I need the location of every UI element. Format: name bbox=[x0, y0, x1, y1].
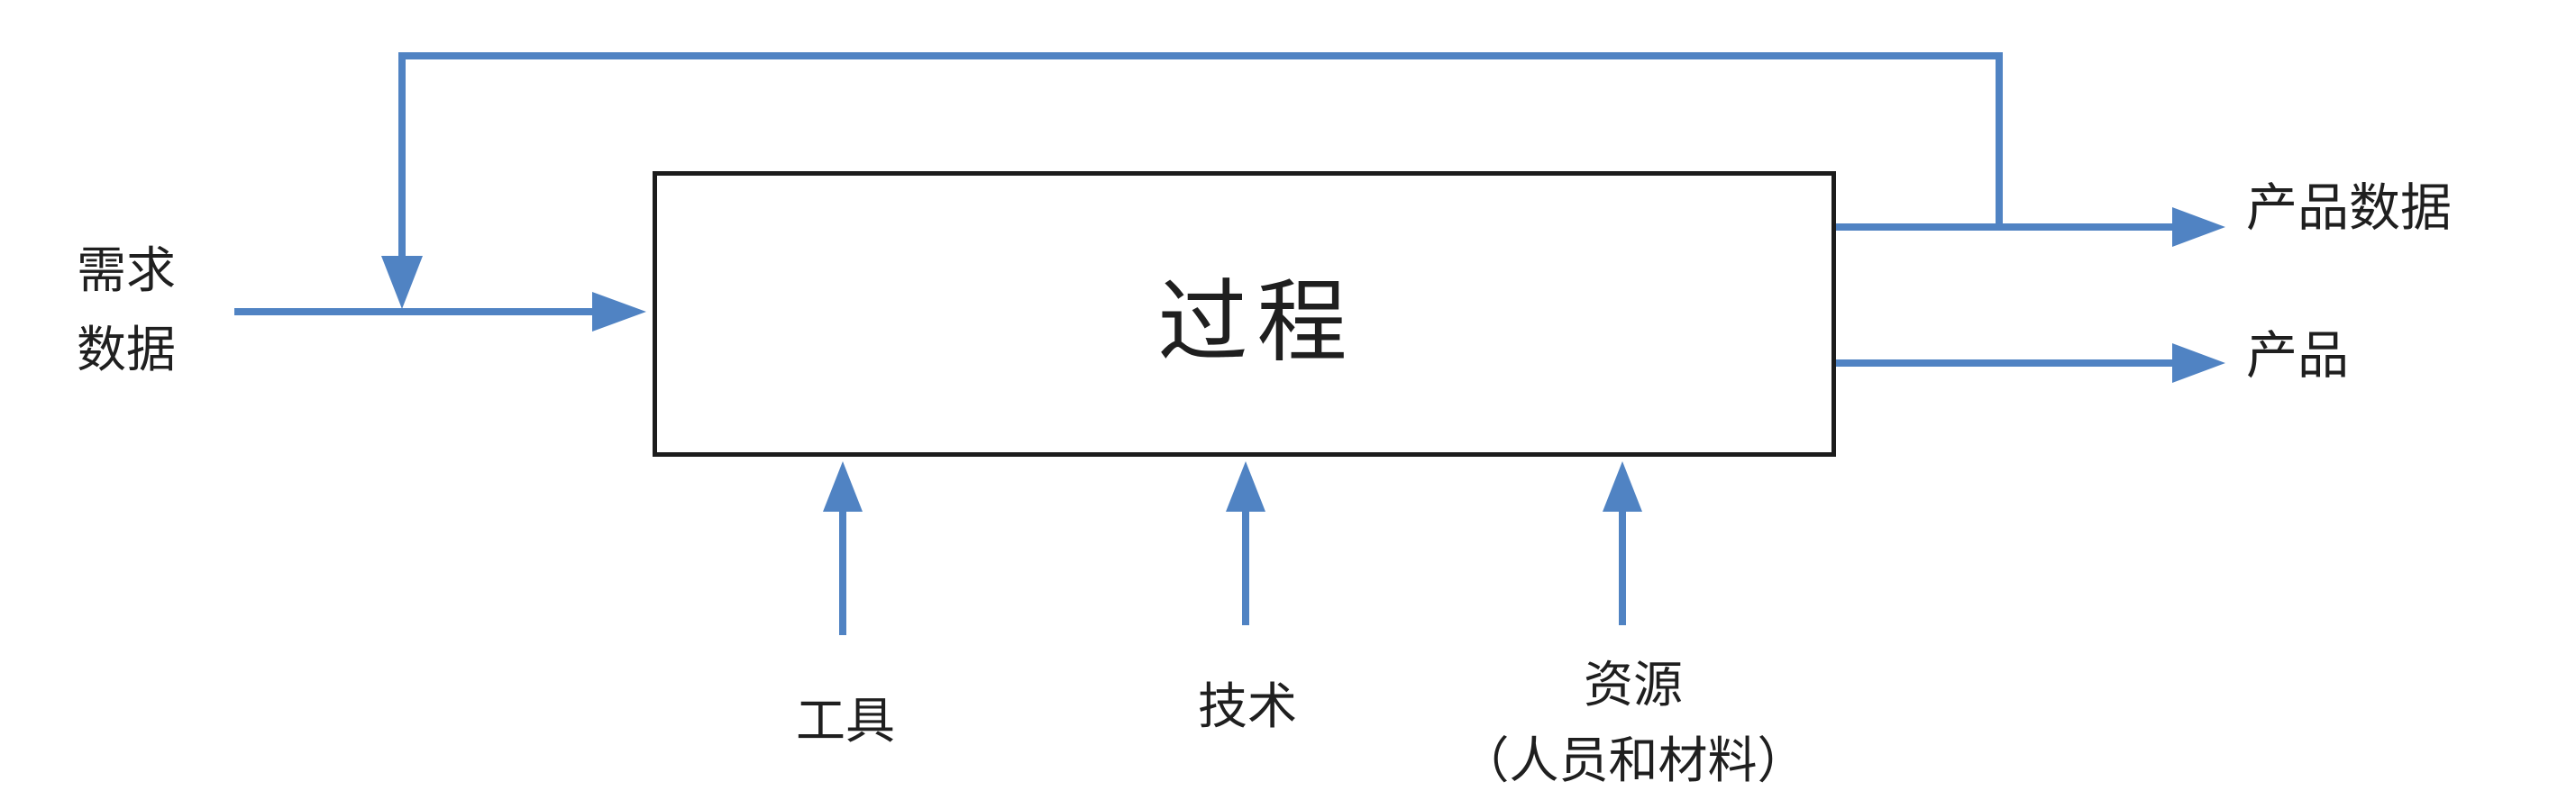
output-product-arrow bbox=[1836, 343, 2225, 383]
technology-arrow bbox=[1226, 461, 1265, 625]
input-label-line-1: 需求 bbox=[76, 242, 176, 298]
input-arrow bbox=[234, 292, 646, 332]
mechanism-label-resources-sub: （人员和材料） bbox=[1459, 732, 1807, 788]
feedback-arrow bbox=[381, 52, 2003, 309]
process-label: 过程 bbox=[1157, 272, 1357, 373]
input-label-line-2: 数据 bbox=[76, 322, 176, 377]
mechanism-label-resources-main: 资源 bbox=[1583, 657, 1683, 713]
output-label-product: 产品 bbox=[2246, 327, 2349, 385]
mechanism-label-technology: 技术 bbox=[1197, 678, 1297, 734]
output-product-data-arrow bbox=[1836, 207, 2225, 247]
process-box: 过程 bbox=[653, 171, 1836, 457]
mechanism-label-resources: 资源 （人员和材料） bbox=[1363, 658, 1904, 787]
resources-arrow bbox=[1603, 461, 1642, 625]
tools-arrow bbox=[823, 461, 863, 635]
output-label-product-data: 产品数据 bbox=[2246, 179, 2452, 237]
input-label: 需求 数据 bbox=[36, 231, 216, 389]
mechanism-label-tools: 工具 bbox=[795, 693, 895, 749]
